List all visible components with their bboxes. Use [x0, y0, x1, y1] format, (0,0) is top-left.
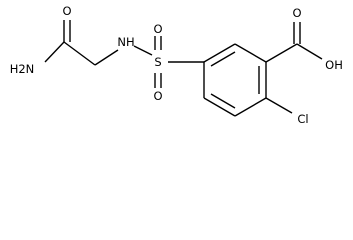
ring-bond-5	[203, 97, 236, 117]
hydroxyl-label: OH	[325, 58, 343, 72]
bond-nh-s	[133, 45, 153, 56]
bond-ch2-nh	[94, 49, 119, 66]
ring-bond-1	[203, 43, 236, 63]
bond-ring-cl	[265, 97, 293, 114]
amide-oxygen-label: O	[62, 4, 71, 18]
sulfonyl-oxygen-bottom-label: O	[153, 89, 162, 103]
bond-amide-ch2	[63, 41, 96, 66]
chemical-structure: O H2N NH S O O O OH Cl	[10, 4, 343, 126]
bond-amide-cn	[44, 41, 65, 63]
amine-label: H2N	[10, 62, 35, 76]
sulfur-label: S	[154, 55, 161, 69]
bonds	[44, 20, 323, 117]
ring-inner-bond-a	[210, 51, 236, 67]
chlorine-label: Cl	[297, 112, 308, 126]
bond-cooh-oh	[296, 43, 323, 60]
atom-labels: O H2N NH S O O O OH Cl	[10, 4, 343, 126]
sulfonyl-oxygen-top-label: O	[153, 22, 162, 36]
ring-inner-bond-c	[210, 93, 236, 109]
carbonyl-oxygen-label: O	[292, 6, 301, 20]
ring-bond-4	[234, 97, 267, 117]
bond-ring-cooh	[265, 43, 298, 63]
ring-bond-2	[234, 43, 267, 63]
sulfonamide-nh-label: NH	[117, 35, 134, 49]
